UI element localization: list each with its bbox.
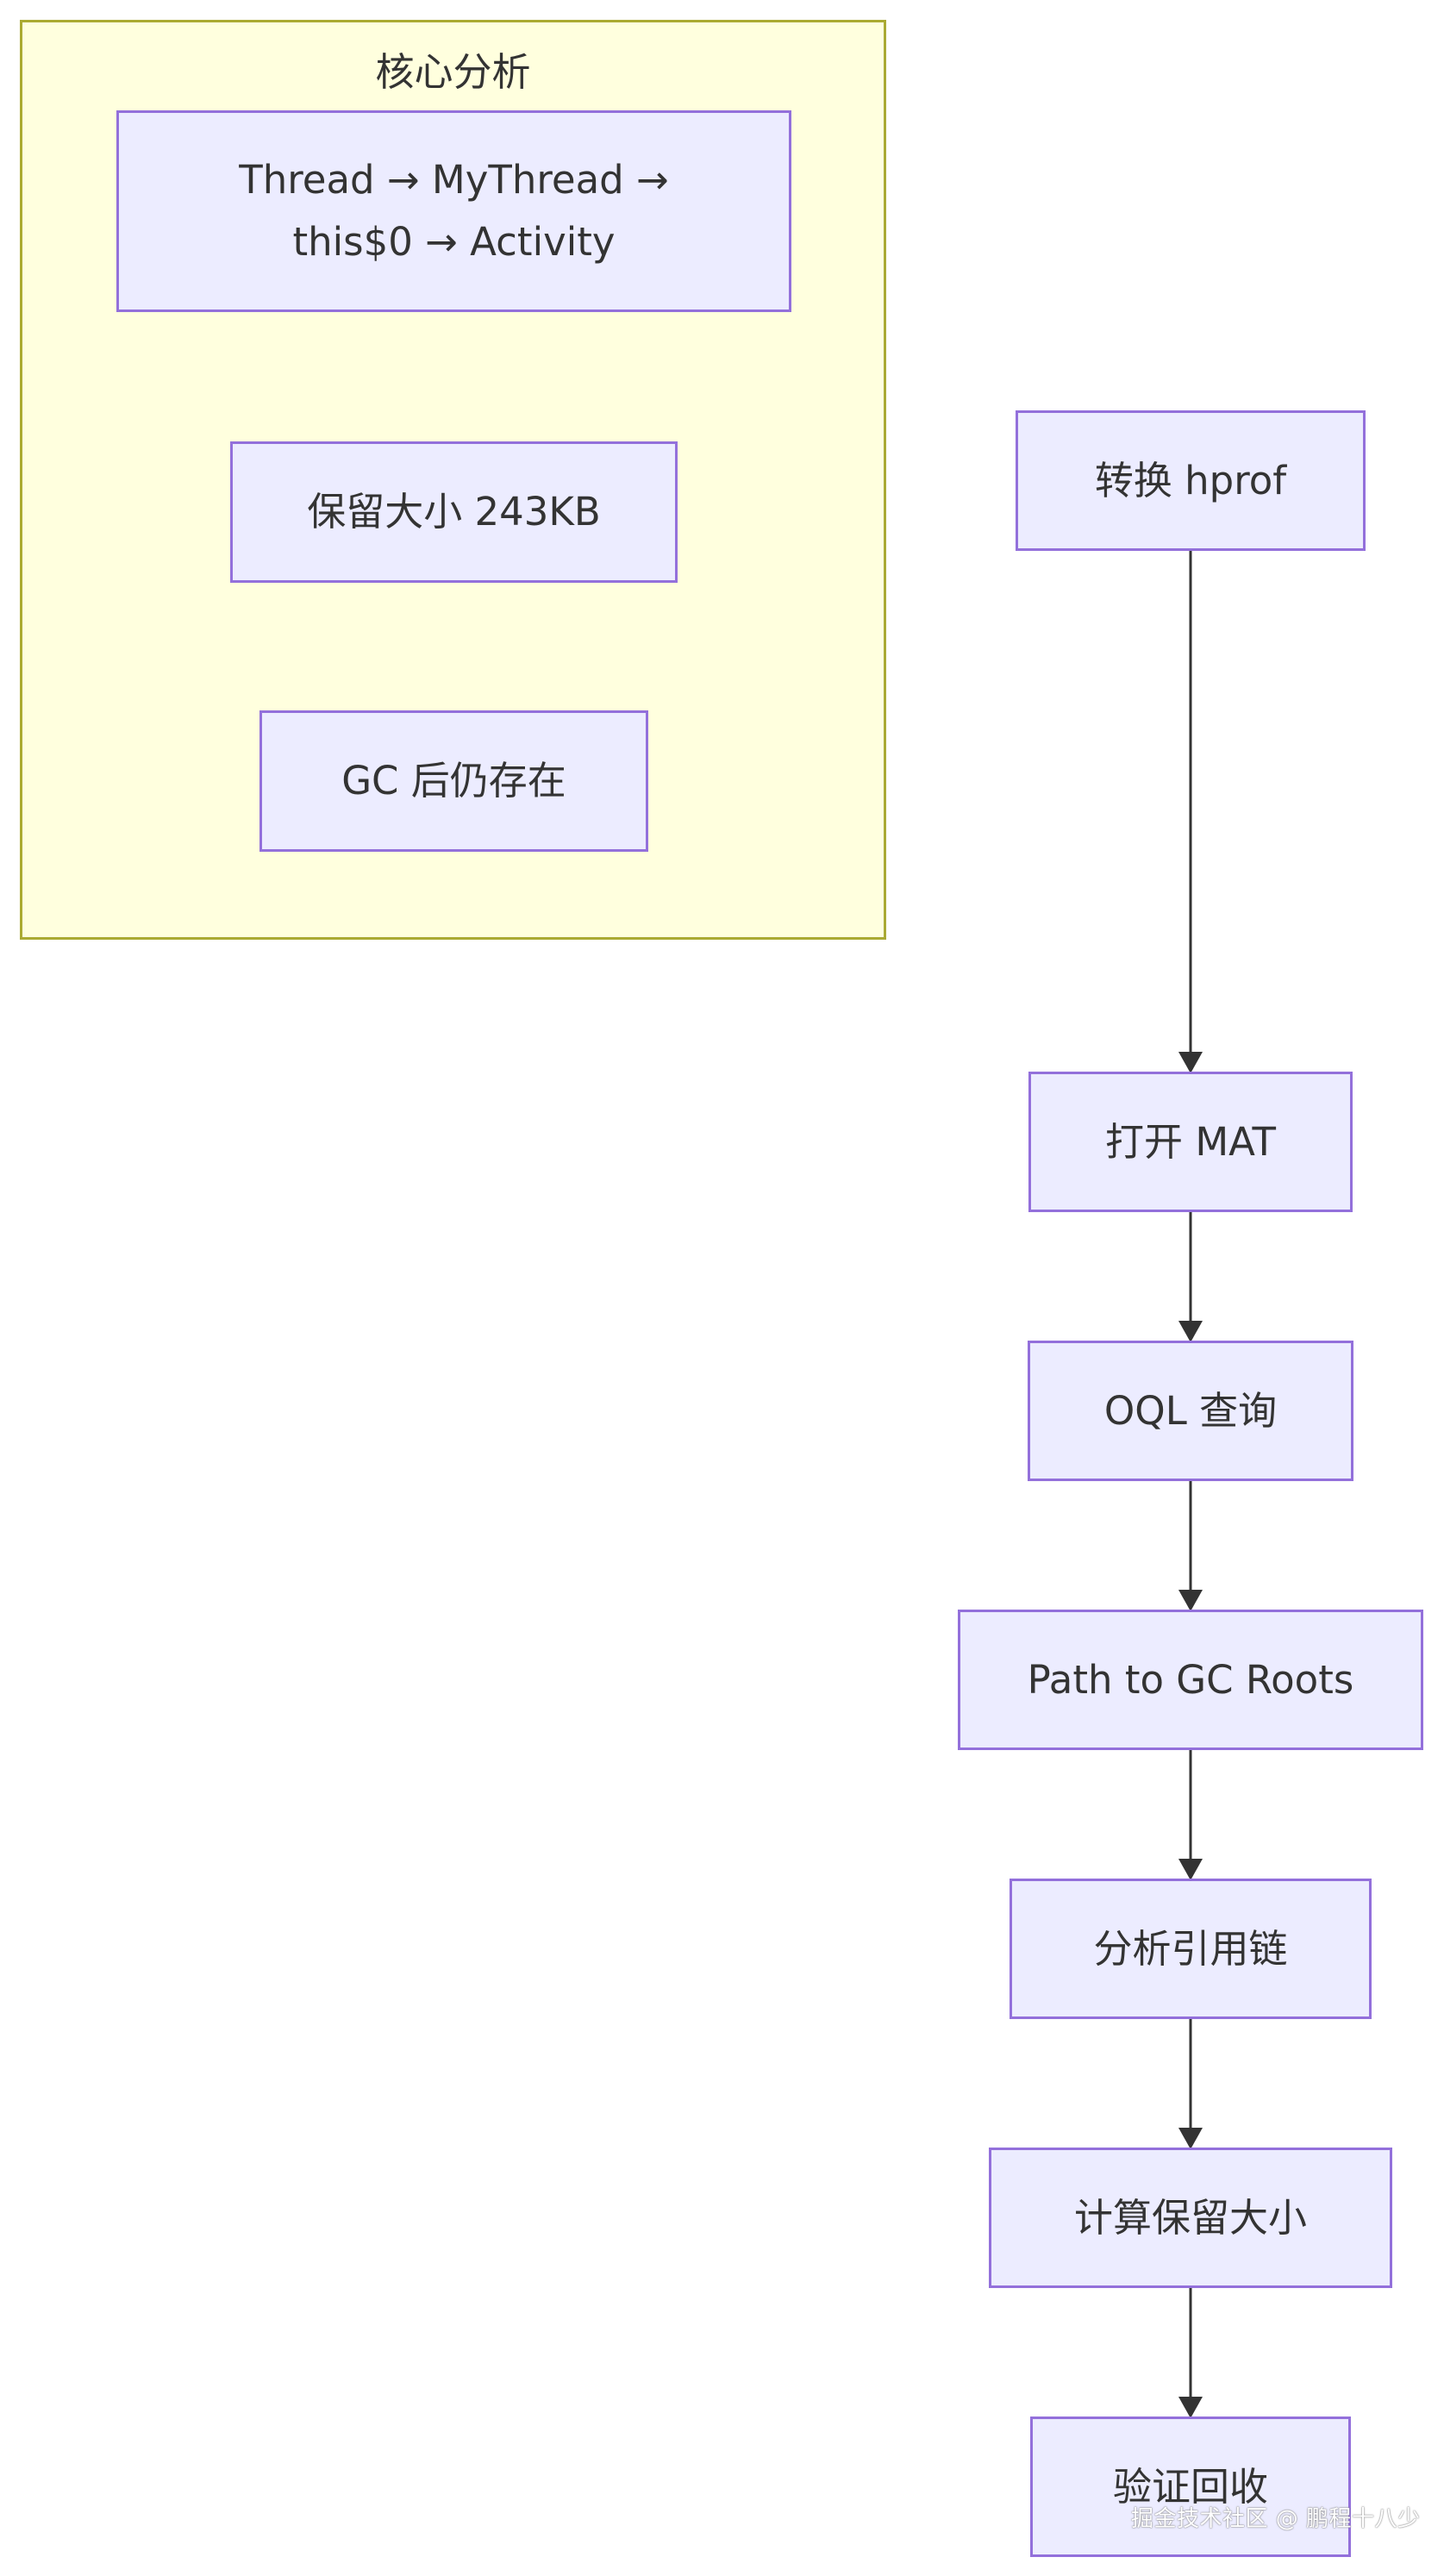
step-compute-retained-size: 计算保留大小 [989, 2148, 1392, 2288]
watermark: 掘金技术社区 @ 鹏程十八少 [1131, 2506, 1421, 2532]
node-reference-chain-line2: this$0 → Activity [292, 219, 616, 265]
node-survives-gc: GC 后仍存在 [259, 710, 648, 852]
step-analyze-reference-chain: 分析引用链 [1010, 1879, 1372, 2019]
step-analyze-reference-chain-label: 分析引用链 [1093, 1925, 1288, 1972]
node-retained-size-label: 保留大小 243KB [307, 489, 601, 535]
edge-path-to-analyze-head [1178, 1859, 1203, 1880]
node-reference-chain-line1: Thread → MyThread → [239, 157, 669, 203]
edge-oql-to-path-head [1178, 1590, 1203, 1611]
step-oql-query-label: OQL 查询 [1103, 1387, 1278, 1434]
cluster-title: 核心分析 [375, 49, 531, 95]
step-convert-hprof: 转换 hprof [1016, 410, 1366, 551]
step-compute-retained-size-label: 计算保留大小 [1073, 2194, 1307, 2241]
node-survives-gc-label: GC 后仍存在 [341, 758, 566, 803]
edge-open-to-oql-head [1178, 1321, 1203, 1342]
node-reference-chain: Thread → MyThread → this$0 → Activity [116, 110, 791, 312]
edge-compute-to-verify-head [1178, 2397, 1203, 2418]
edge-analyze-to-compute-head [1178, 2128, 1203, 2149]
step-convert-hprof-label: 转换 hprof [1094, 457, 1287, 503]
step-oql-query: OQL 查询 [1028, 1341, 1353, 1481]
step-path-to-gc-roots: Path to GC Roots [958, 1610, 1423, 1750]
step-open-mat-label: 打开 MAT [1105, 1118, 1276, 1165]
step-verify-reclaim-label: 验证回收 [1112, 2463, 1268, 2510]
step-open-mat: 打开 MAT [1028, 1072, 1353, 1212]
edge-convert-to-open-head [1178, 1052, 1203, 1073]
step-path-to-gc-roots-label: Path to GC Roots [1027, 1656, 1354, 1703]
node-retained-size: 保留大小 243KB [230, 441, 678, 583]
step-verify-reclaim: 验证回收 [1030, 2417, 1351, 2557]
